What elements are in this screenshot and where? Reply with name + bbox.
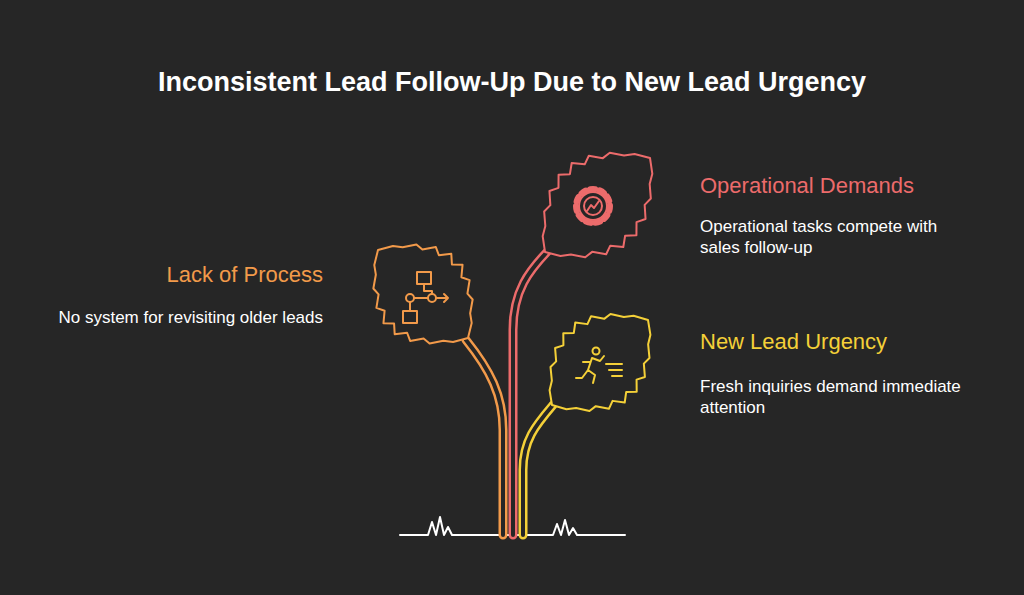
leaf-heading: Lack of Process bbox=[20, 261, 323, 289]
flowchart-icon bbox=[403, 272, 448, 323]
leaf-description: No system for revisiting older leads bbox=[20, 307, 323, 328]
stem-orange bbox=[466, 340, 503, 535]
leaf bbox=[550, 314, 651, 411]
leaf bbox=[543, 153, 653, 258]
leaf-description: Fresh inquiries demand immediate attenti… bbox=[700, 376, 980, 418]
stem-yellow-core bbox=[523, 405, 553, 535]
leaf bbox=[373, 244, 472, 343]
stem-red-core bbox=[513, 252, 547, 535]
stem-red bbox=[513, 252, 547, 535]
leaf-heading: Operational Demands bbox=[700, 172, 1018, 200]
leaf-heading: New Lead Urgency bbox=[700, 328, 1018, 356]
stem-yellow bbox=[523, 405, 553, 535]
diagram-title: Inconsistent Lead Follow-Up Due to New L… bbox=[0, 62, 1024, 102]
stem-orange-core bbox=[466, 340, 503, 535]
gear-icon bbox=[576, 189, 610, 223]
leaf-description: Operational tasks compete with sales fol… bbox=[700, 216, 980, 258]
runner-icon bbox=[576, 348, 622, 384]
